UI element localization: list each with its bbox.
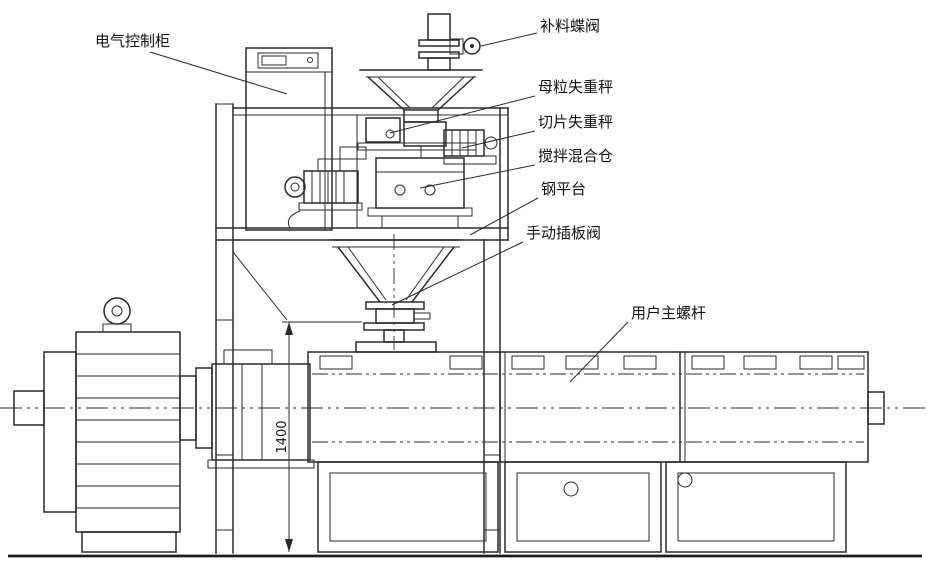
stand-1 [317,461,499,553]
chamber-base [381,215,459,229]
leader-chip-scale [461,130,536,149]
cable-hose [287,210,301,229]
feeder-base [443,155,497,165]
butterfly-valve-handle [463,37,481,55]
dim-arrow-up [285,322,293,335]
hopper-wall-right [436,75,476,112]
heater-zone [743,355,777,370]
lifting-eye [103,297,131,325]
label-main-screw: 用户主螺杆 [631,304,706,322]
feeder-assembly [284,117,498,229]
leader-main-screw [569,321,629,383]
labels: 电气控制柜 补料蝶阀 母粒失重秤 切片失重秤 搅拌混合仓 钢平台 手动插板阀 用… [95,17,706,322]
stand-2-panel [516,472,650,542]
hopper-wall-right-inner [431,76,465,109]
gearbox-top-box [223,349,273,365]
drive-connector [339,146,367,160]
chamber-bolt [394,184,406,196]
steel-platform [215,103,509,554]
eye-base [102,323,132,333]
gearbox [207,349,315,469]
cone-wall-right [410,245,456,304]
motor-body [75,331,181,533]
leader-platform [469,197,539,236]
cabinet-display [261,55,287,66]
cabinet-indicator [307,57,313,63]
stand-3-knob [677,472,693,488]
label-platform: 钢平台 [541,180,586,198]
dimension-1400: 1400 [275,321,362,552]
stand-2 [504,461,662,553]
hopper-neck [403,109,439,123]
chamber-bolt [424,184,436,196]
heater-zone [449,355,483,370]
chamber-flange [367,207,473,217]
lifting-eye-hole [111,305,123,317]
label-refill-valve: 补料蝶阀 [540,17,600,35]
stand-3 [665,461,847,553]
heater-zone [691,355,725,370]
heater-zone [319,355,353,370]
masterbatch-weigh-hopper [365,117,401,143]
gearbox-body [211,363,311,461]
hopper-wall-left-inner [377,76,411,109]
mixing-chamber [375,157,465,209]
feed-throat [355,341,437,353]
stand-1-panel [329,472,487,542]
dim-text: 1400 [275,420,290,453]
motor-end-bell [43,351,77,513]
hopper-wall-left [366,75,406,112]
leader-lines [149,32,629,383]
cone-wall-right-inner [405,246,445,301]
valve-actuator [449,38,464,55]
slide-valve-handle [413,312,431,320]
label-slide-valve: 手动插板阀 [526,224,601,242]
valve-handle-pin [470,44,474,48]
label-mixer: 搅拌混合仓 [538,147,613,165]
motor-base [81,531,177,553]
leader-mixer [419,164,536,189]
diagonal-brace [232,251,288,321]
slide-valve-body [375,308,415,324]
label-masterbatch-scale: 母粒失重秤 [538,78,613,96]
agitator-motor-endcap [284,176,306,198]
heater-zone [511,355,545,370]
label-chip-scale: 切片失重秤 [538,113,613,131]
cone-wall-left-inner [347,246,387,301]
motor-junction-box [317,158,341,172]
cone-wall-left [336,245,382,304]
screw-tip [867,391,885,425]
stand-3-panel [677,472,835,542]
scale-detail [385,129,395,139]
valve-flange-top [418,39,460,47]
leader-refill-valve [480,32,538,47]
inlet-pipe-lower [427,57,451,71]
heater-zone [799,355,833,370]
dim-arrow-down [285,539,293,552]
leader-control-cabinet [149,51,288,95]
barrel-stands [317,461,847,553]
drive-motor [13,297,213,553]
stand-2-knob [563,481,579,497]
refill-hopper [359,13,483,123]
leader-slide-valve [391,241,524,306]
heater-zone [623,355,657,370]
cabinet-body [245,47,333,231]
discharge-assembly [331,234,461,350]
leader-masterbatch-scale [389,95,536,134]
heater-zone [837,355,865,370]
motor-base [298,202,363,211]
feeder-endcap [484,136,498,150]
gearbox-base [207,459,315,469]
chip-weigh-hopper [403,121,447,147]
inlet-pipe-upper [427,13,451,41]
cabinet-display-panel [257,52,319,69]
valve-flange-bottom [418,51,460,59]
extruder-barrel [307,341,885,463]
agitator-motor-shaft [290,182,300,192]
label-control-cabinet: 电气控制柜 [95,32,170,50]
